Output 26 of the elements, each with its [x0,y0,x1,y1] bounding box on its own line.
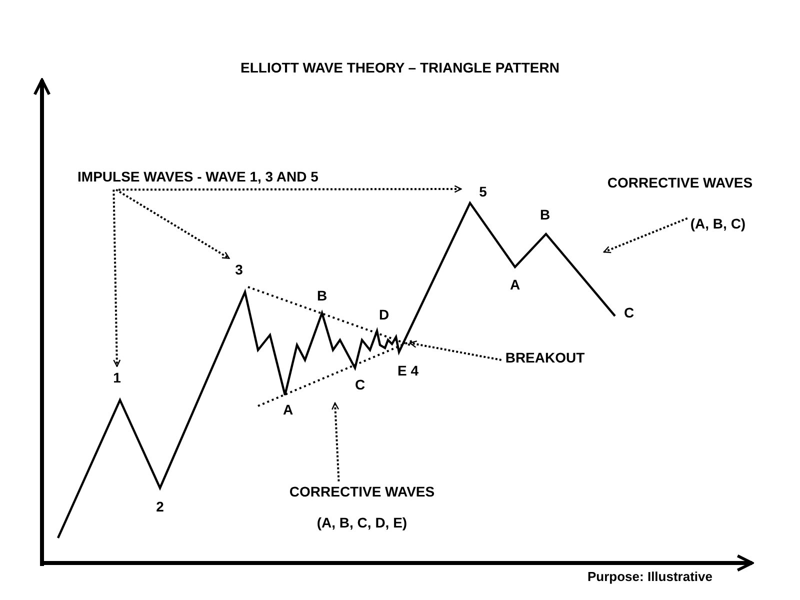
wave-label: 5 [479,184,487,200]
wave-label: 2 [156,499,164,515]
wave-label: A [282,402,294,418]
wave-label: B [316,288,328,304]
wave-label: C [624,305,634,321]
callout-subtext: (A, B, C, D, E) [316,515,408,531]
leader-arrow [112,190,121,367]
wave-label: E 4 [398,363,418,379]
wave-label: 1 [113,370,121,386]
leader-arrow [116,188,230,260]
callout-text: BREAKOUT [505,350,585,366]
callout-text: IMPULSE WAVES - WAVE 1, 3 AND 5 [78,169,318,185]
wave-label: C [354,377,366,393]
leader-arrow [332,402,340,482]
leader-arrow [409,340,502,361]
wave-label: A [510,277,520,293]
chart-title: ELLIOTT WAVE THEORY – TRIANGLE PATTERN [240,60,560,76]
wave-label: B [540,207,550,223]
callout-heading: CORRECTIVE WAVES [289,484,435,500]
leader-arrow [118,185,462,193]
wave-label: D [378,307,390,323]
footnote: Purpose: Illustrative [588,570,712,584]
leader-arrow [603,217,688,254]
callout-subtext: (A, B, C) [690,216,746,232]
wave-label: 3 [235,262,243,278]
callout-heading: CORRECTIVE WAVES [607,175,753,191]
